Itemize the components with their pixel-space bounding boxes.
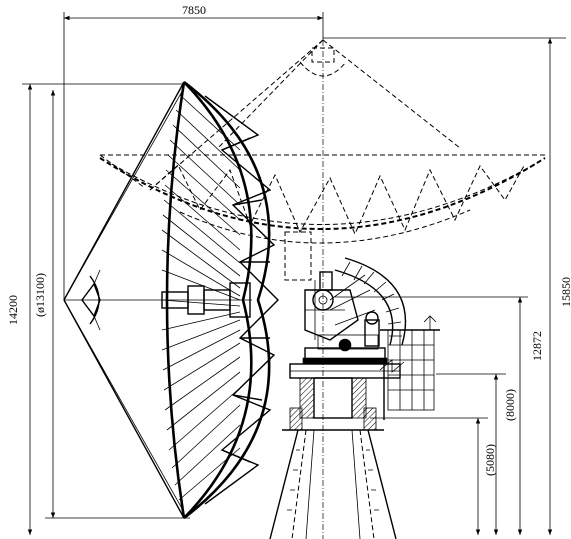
dimension-labels: 7850 14200 (ø13100) 12872 15850 (8000) (… [6, 3, 571, 476]
dim-platform-height: (8000) [503, 389, 517, 421]
dim-elevation-axis: 12872 [530, 331, 544, 361]
dim-pedestal-height: (5080) [483, 444, 497, 476]
elevation-mount [304, 257, 407, 352]
dim-top-width: 7850 [182, 3, 206, 17]
pedestal [269, 377, 397, 539]
dim-overall-height: 14200 [6, 295, 20, 325]
dimension-lines [22, 12, 566, 535]
dim-stowed-height: 15850 [559, 277, 571, 307]
dim-dish-diameter: (ø13100) [33, 273, 47, 317]
zenith-dish-outline [99, 39, 546, 539]
feed-system [63, 81, 252, 519]
